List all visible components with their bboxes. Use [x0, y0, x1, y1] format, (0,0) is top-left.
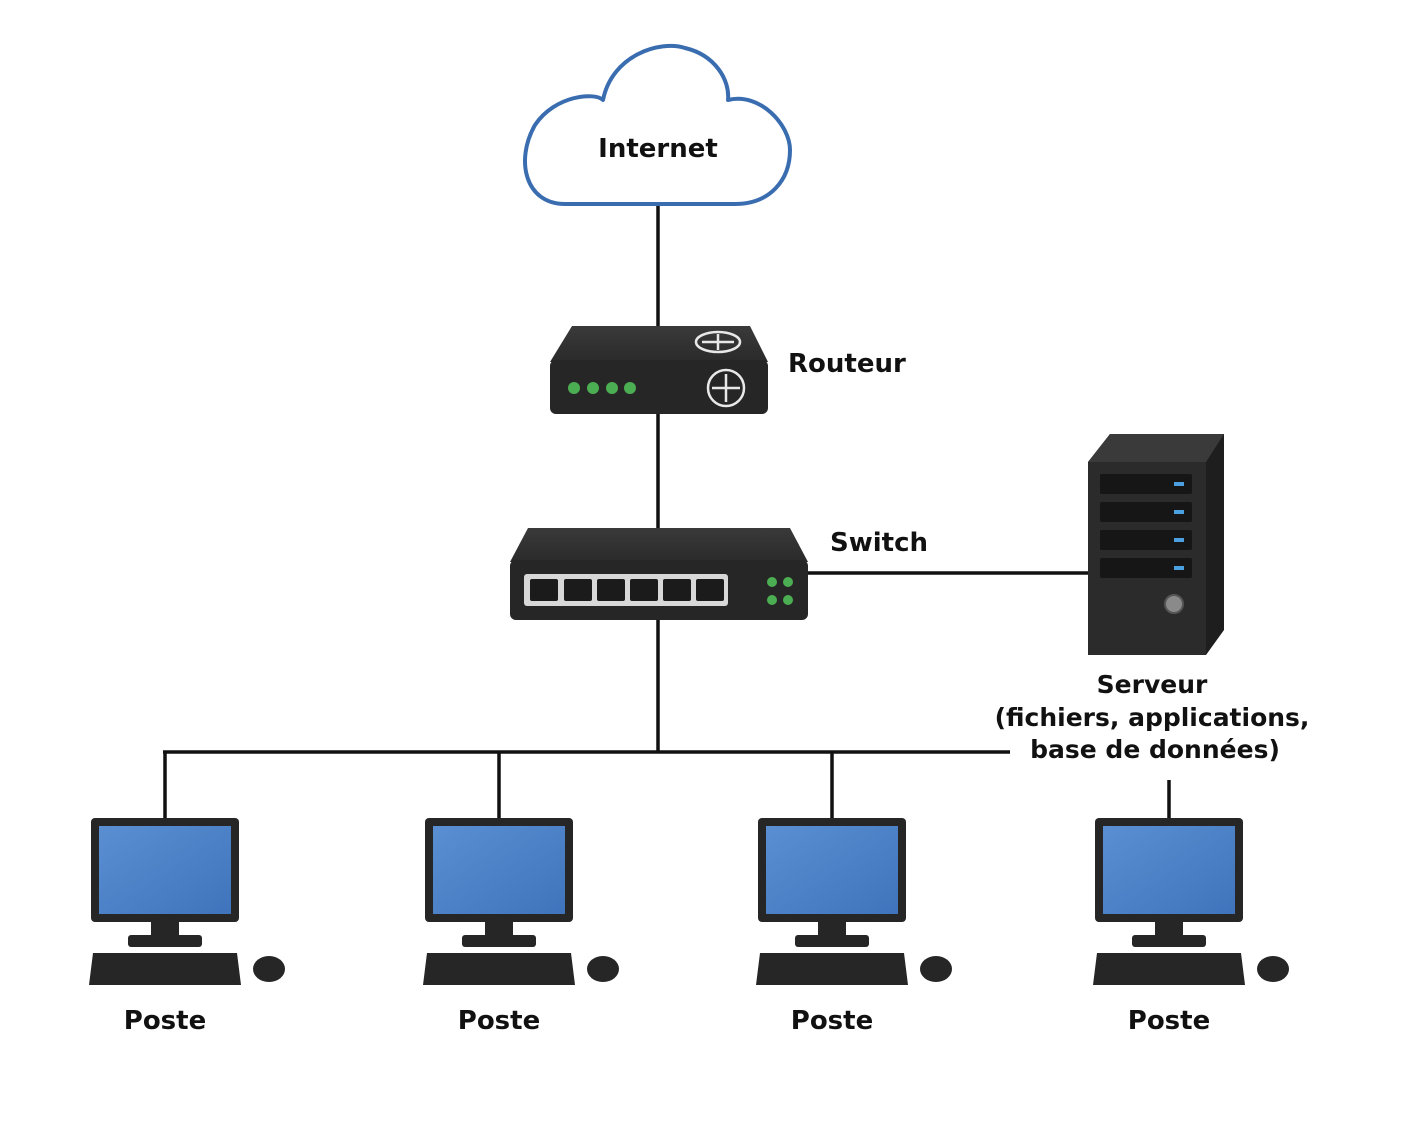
power-button-icon: [1164, 594, 1184, 614]
workstation-poste-4: Poste: [1093, 818, 1289, 1036]
mouse-icon: [920, 956, 952, 982]
desktop-computer-icon: [1093, 818, 1289, 985]
poste-label: Poste: [791, 1006, 873, 1036]
switch-label: Switch: [830, 528, 928, 558]
internet-label: Internet: [598, 134, 718, 164]
server-label-line-1: Serveur: [1097, 670, 1208, 699]
server-label-line-2: (fichiers, applications,: [995, 703, 1310, 732]
server-node: Serveur (fichiers, applications, base de…: [995, 434, 1310, 764]
desktop-computer-icon: [89, 818, 285, 985]
workstation-poste-1: Poste: [89, 818, 285, 1036]
server-tower-icon: [1088, 434, 1224, 655]
poste-label: Poste: [458, 1006, 540, 1036]
desktop-computer-icon: [423, 818, 619, 985]
router-icon: [550, 326, 768, 414]
ethernet-ports: [530, 579, 724, 601]
router-node: Routeur: [550, 326, 906, 414]
switch-icon: [510, 528, 808, 620]
cloud-icon: [523, 43, 792, 206]
router-symbol-icon: [706, 368, 746, 408]
internet-node: Internet: [523, 43, 792, 206]
mouse-icon: [1257, 956, 1289, 982]
switch-node: Switch: [510, 528, 928, 620]
cables: [163, 204, 1171, 818]
desktop-computer-icon: [756, 818, 952, 985]
workstation-poste-2: Poste: [423, 818, 619, 1036]
server-label-line-3: base de données): [1030, 735, 1280, 764]
workstation-poste-3: Poste: [756, 818, 952, 1036]
mouse-icon: [587, 956, 619, 982]
router-symbol-icon: [694, 330, 742, 354]
mouse-icon: [253, 956, 285, 982]
poste-label: Poste: [124, 1006, 206, 1036]
router-label: Routeur: [788, 349, 906, 379]
poste-label: Poste: [1128, 1006, 1210, 1036]
